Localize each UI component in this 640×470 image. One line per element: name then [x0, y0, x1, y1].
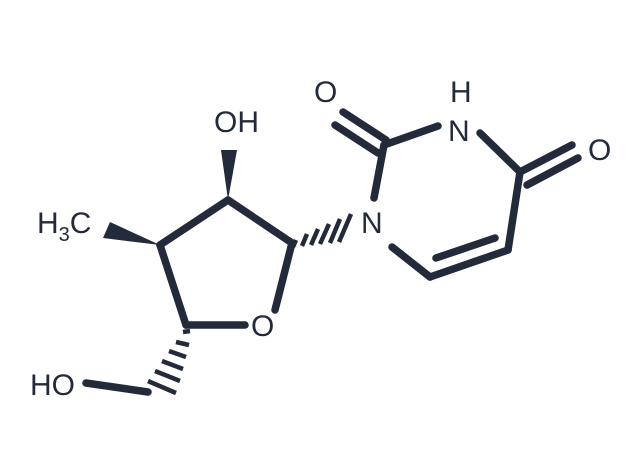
- bond-c2-n3: [380, 122, 442, 149]
- hash-c1p-n1: [290, 213, 354, 248]
- bond-c4-o-double-b: [523, 154, 582, 189]
- bond-c6-n1: [388, 243, 434, 281]
- atom-n1: N: [361, 207, 383, 240]
- atom-ho-bottom: HO: [30, 369, 75, 402]
- atom-methyl: H3C: [37, 207, 91, 246]
- hash-c4p-c5p: [147, 328, 191, 396]
- atom-n3: N: [448, 115, 470, 148]
- atom-o-ring: O: [251, 310, 274, 343]
- bond-n1-c2: [370, 141, 388, 202]
- bond-c1p-c2p: [224, 196, 296, 247]
- bond-c2-o-double-a: [339, 108, 390, 144]
- bond-c2-o-double-b: [331, 121, 382, 157]
- atom-n3-h: H: [450, 76, 472, 109]
- bond-c2p-c3p: [156, 196, 232, 249]
- methyl-subscript: 3: [59, 224, 70, 246]
- atom-oh-top: OH: [214, 106, 259, 139]
- atom-labels: O H N O N OH H3C O HO: [30, 76, 611, 402]
- wedge-c3p-ch3: [103, 222, 160, 245]
- atom-o-carbonyl-4: O: [588, 134, 611, 167]
- wedge-c2p-oh: [221, 150, 237, 200]
- bonds: [82, 108, 582, 396]
- bond-c5p-o5p: [82, 379, 152, 396]
- bond-c4-c5: [504, 168, 524, 254]
- bond-c5-c6-inner: [432, 234, 499, 262]
- bond-c4-o-double-a: [516, 141, 576, 176]
- methyl-h: H: [37, 207, 59, 240]
- methyl-c: C: [70, 207, 92, 240]
- bond-n3-c4: [476, 129, 524, 176]
- bond-c3p-c4p: [156, 241, 190, 329]
- bond-o4p-c1p: [271, 239, 296, 314]
- bond-c5-c6: [426, 246, 512, 281]
- stereo-bonds: [103, 150, 354, 396]
- atom-o-carbonyl-2: O: [314, 76, 337, 109]
